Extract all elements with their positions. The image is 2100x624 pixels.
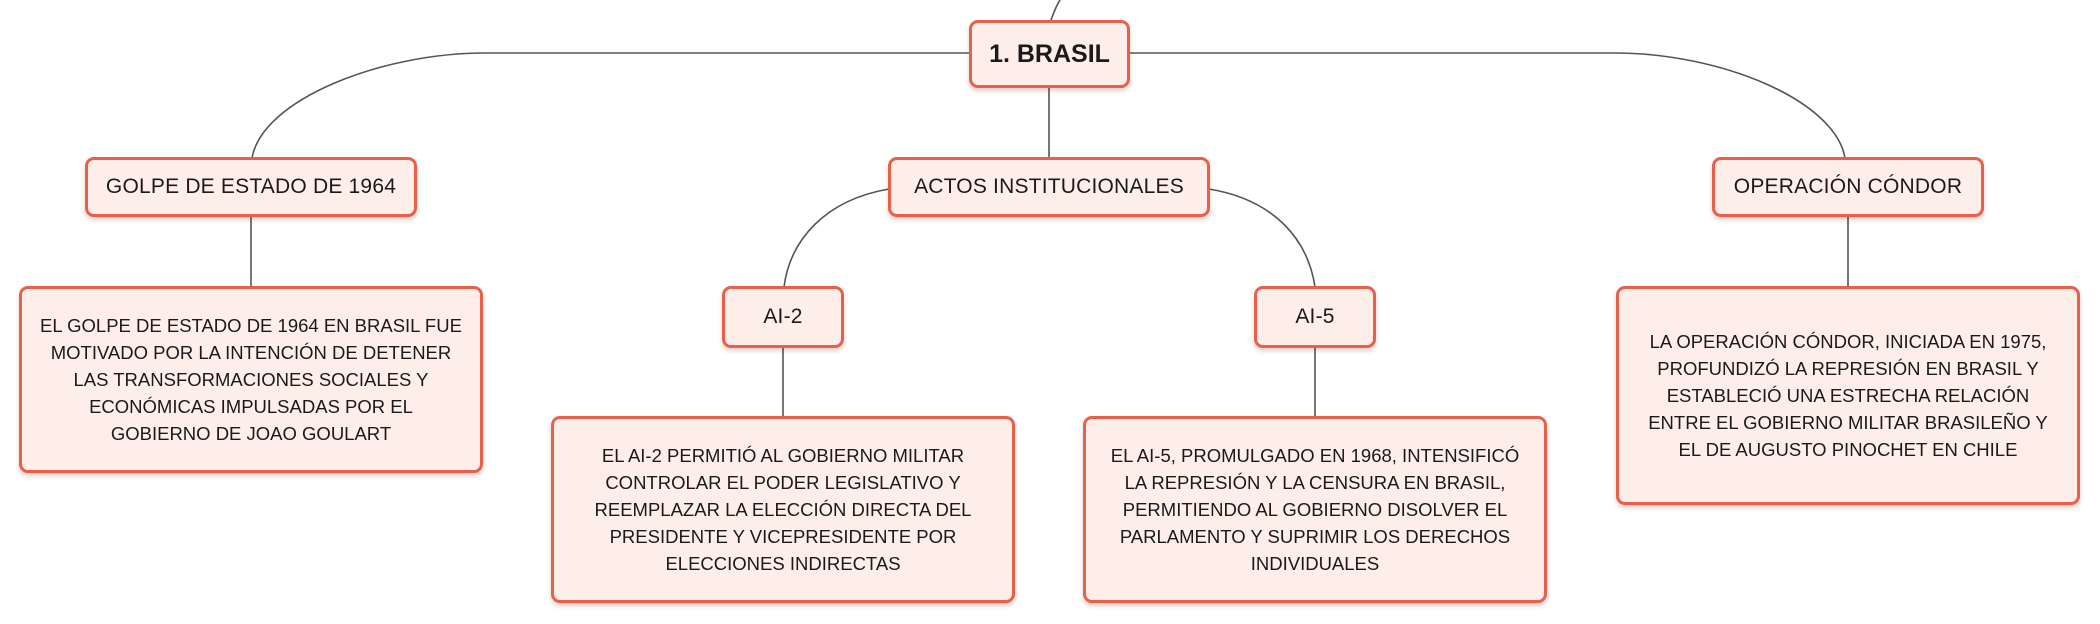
description-node-condor[interactable]: LA OPERACIÓN CÓNDOR, INICIADA EN 1975, P…: [1616, 286, 2080, 505]
description-node-ai2[interactable]: EL AI-2 PERMITIÓ AL GOBIERNO MILITAR CON…: [551, 416, 1015, 603]
topic-node-golpe[interactable]: GOLPE DE ESTADO DE 1964: [85, 157, 417, 217]
connector-root-to-condor: [1129, 52, 1846, 159]
connector-actos-to-ai5: [1208, 188, 1316, 288]
topic-label-ai2: AI-2: [763, 305, 803, 328]
topic-node-ai2[interactable]: AI-2: [722, 286, 844, 348]
description-text-ai5: EL AI-5, PROMULGADO EN 1968, INTENSIFICÓ…: [1110, 445, 1520, 574]
topic-label-ai5: AI-5: [1295, 305, 1335, 328]
topic-label-golpe: GOLPE DE ESTADO DE 1964: [105, 175, 397, 198]
topic-node-actos[interactable]: ACTOS INSTITUCIONALES: [888, 157, 1210, 217]
connector-parent-to-root: [1050, 0, 1061, 21]
topic-node-condor[interactable]: OPERACIÓN CÓNDOR: [1712, 157, 1984, 217]
description-text-condor: LA OPERACIÓN CÓNDOR, INICIADA EN 1975, P…: [1648, 331, 2048, 460]
root-label: 1. BRASIL: [989, 39, 1110, 68]
topic-label-actos: ACTOS INSTITUCIONALES: [914, 175, 1184, 198]
connector-root-to-golpe: [251, 52, 970, 159]
topic-label-condor: OPERACIÓN CÓNDOR: [1733, 175, 1963, 198]
description-text-ai2: EL AI-2 PERMITIÓ AL GOBIERNO MILITAR CON…: [594, 445, 972, 574]
description-node-golpe[interactable]: EL GOLPE DE ESTADO DE 1964 EN BRASIL FUE…: [19, 286, 483, 473]
topic-node-ai5[interactable]: AI-5: [1254, 286, 1376, 348]
description-node-ai5[interactable]: EL AI-5, PROMULGADO EN 1968, INTENSIFICÓ…: [1083, 416, 1547, 603]
root-node[interactable]: 1. BRASIL: [969, 20, 1130, 88]
connector-actos-to-ai2: [783, 188, 890, 288]
description-text-golpe: EL GOLPE DE ESTADO DE 1964 EN BRASIL FUE…: [40, 315, 462, 444]
